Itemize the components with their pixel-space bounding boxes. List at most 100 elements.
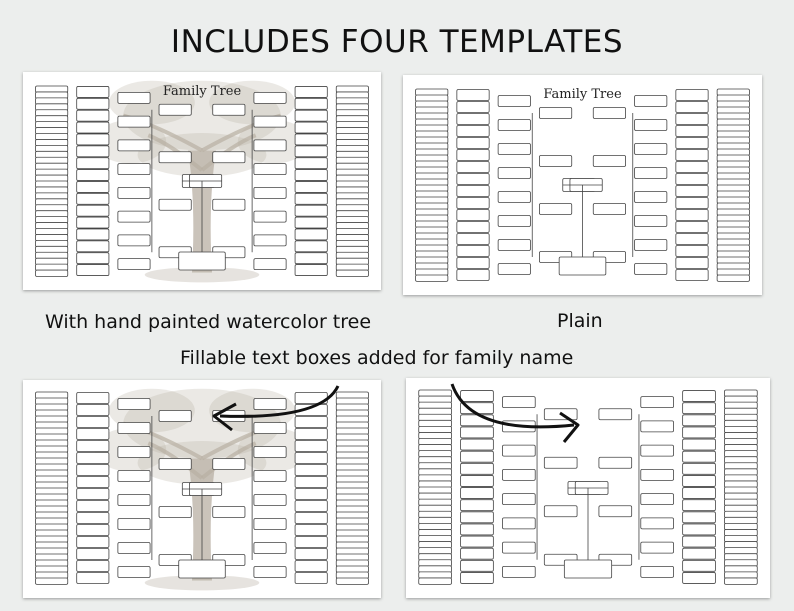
name-box: [641, 542, 674, 553]
name-box: [336, 404, 368, 410]
name-box: [36, 175, 68, 181]
template-plain-fillable: [406, 378, 770, 598]
name-box: [419, 475, 452, 481]
name-box: [36, 572, 68, 578]
name-box: [717, 227, 749, 233]
name-box: [77, 573, 109, 584]
name-box: [457, 270, 489, 281]
name-box: [213, 104, 245, 115]
name-box: [725, 451, 758, 457]
name-box: [676, 126, 708, 137]
name-box: [683, 548, 716, 559]
name-box: [159, 104, 191, 115]
name-box: [336, 416, 368, 422]
name-box: [295, 181, 327, 192]
name-box: [717, 221, 749, 227]
name-box: [559, 257, 606, 275]
name-box: [717, 107, 749, 113]
name-box: [419, 529, 452, 535]
name-box: [118, 399, 150, 410]
name-box: [725, 469, 758, 475]
name-box: [336, 122, 368, 128]
name-box: [683, 391, 716, 402]
name-box: [254, 423, 286, 434]
name-box: [676, 114, 708, 125]
name-box: [77, 181, 109, 192]
name-box: [336, 134, 368, 140]
name-box: [336, 536, 368, 542]
name-box: [461, 560, 494, 571]
name-box: [635, 144, 667, 155]
name-box: [336, 223, 368, 229]
name-box: [457, 246, 489, 257]
name-box: [36, 398, 68, 404]
name-box: [295, 193, 327, 204]
name-box: [461, 500, 494, 511]
name-box: [77, 429, 109, 440]
name-box: [641, 469, 674, 480]
name-box: [725, 457, 758, 463]
name-box: [336, 512, 368, 518]
name-box: [77, 146, 109, 157]
name-box: [457, 210, 489, 221]
name-box: [77, 561, 109, 572]
name-box: [254, 543, 286, 554]
template-plain-titled: Family Tree: [403, 75, 762, 295]
name-box: [461, 451, 494, 462]
name-box: [254, 140, 286, 151]
name-box: [416, 131, 448, 137]
name-box: [36, 542, 68, 548]
name-box: [36, 524, 68, 530]
name-box: [336, 530, 368, 536]
name-box: [676, 102, 708, 113]
name-box: [416, 221, 448, 227]
name-box: [295, 513, 327, 524]
name-box: [295, 98, 327, 109]
name-box: [419, 481, 452, 487]
name-box: [544, 506, 577, 517]
name-box: [36, 536, 68, 542]
name-box: [336, 560, 368, 566]
name-box: [159, 459, 191, 470]
name-box: [419, 420, 452, 426]
name-box: [295, 217, 327, 228]
name-box: [419, 523, 452, 529]
name-box: [295, 122, 327, 133]
name-box: [36, 404, 68, 410]
name-box: [36, 151, 68, 157]
name-box: [635, 120, 667, 131]
name-box: [295, 253, 327, 264]
name-box: [683, 451, 716, 462]
name-box: [725, 566, 758, 572]
name-box: [635, 216, 667, 227]
name-box: [36, 392, 68, 398]
name-box: [725, 572, 758, 578]
name-box: [336, 169, 368, 175]
name-box: [502, 518, 535, 529]
name-box: [295, 158, 327, 169]
name-box: [336, 151, 368, 157]
name-box: [419, 511, 452, 517]
name-box: [295, 561, 327, 572]
name-box: [336, 264, 368, 270]
name-box: [419, 505, 452, 511]
name-box: [336, 464, 368, 470]
name-box: [295, 241, 327, 252]
name-box: [539, 108, 571, 119]
name-box: [725, 560, 758, 566]
name-box: [419, 560, 452, 566]
name-box: [717, 119, 749, 125]
name-box: [419, 396, 452, 402]
name-box: [725, 499, 758, 505]
name-box: [77, 525, 109, 536]
name-box: [416, 167, 448, 173]
name-box: [254, 164, 286, 175]
name-box: [36, 264, 68, 270]
caption-plain: Plain: [557, 310, 603, 332]
name-box: [419, 536, 452, 542]
name-box: [36, 410, 68, 416]
name-box: [539, 156, 571, 167]
name-box: [416, 263, 448, 269]
name-box: [336, 258, 368, 264]
name-box: [683, 403, 716, 414]
